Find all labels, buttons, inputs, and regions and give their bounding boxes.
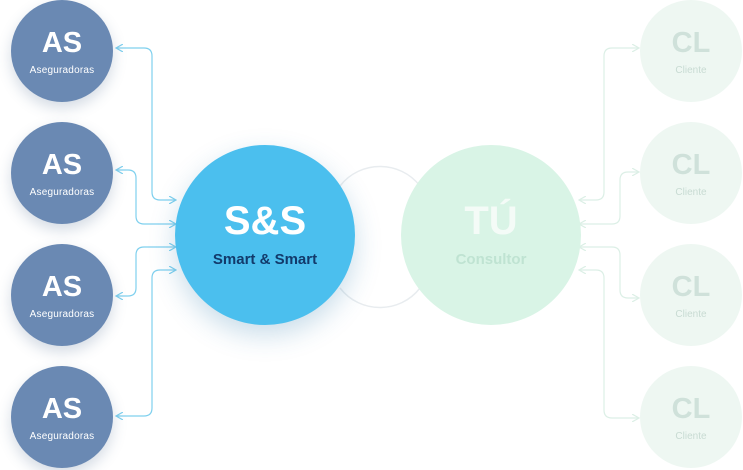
insurer-label: Aseguradoras bbox=[29, 187, 95, 198]
insurer-abbr: AS bbox=[41, 149, 83, 181]
client-node: CL Cliente bbox=[640, 366, 742, 468]
connector-client-2 bbox=[580, 172, 638, 224]
client-abbr: CL bbox=[671, 393, 711, 425]
insurer-abbr: AS bbox=[41, 393, 83, 425]
hub-node: S&S Smart & Smart bbox=[175, 145, 355, 325]
hub-label: Smart & Smart bbox=[212, 251, 318, 268]
connector-client-4 bbox=[580, 270, 638, 418]
client-abbr: CL bbox=[671, 27, 711, 59]
insurer-node: AS Aseguradoras bbox=[11, 366, 113, 468]
client-node: CL Cliente bbox=[640, 122, 742, 224]
insurer-abbr: AS bbox=[41, 27, 83, 59]
insurer-label: Aseguradoras bbox=[29, 431, 95, 442]
client-abbr: CL bbox=[671, 149, 711, 181]
client-node: CL Cliente bbox=[640, 244, 742, 346]
connector-insurer-3 bbox=[117, 247, 175, 296]
insurer-label: Aseguradoras bbox=[29, 309, 95, 320]
consultant-abbr: TÚ bbox=[464, 199, 518, 243]
insurer-node: AS Aseguradoras bbox=[11, 0, 113, 102]
connector-client-3 bbox=[580, 247, 638, 298]
connector-insurer-1 bbox=[117, 48, 175, 200]
insurer-abbr: AS bbox=[41, 271, 83, 303]
consultant-node: TÚ Consultor bbox=[401, 145, 581, 325]
client-label: Cliente bbox=[675, 187, 707, 198]
client-label: Cliente bbox=[675, 309, 707, 320]
connector-client-1 bbox=[580, 48, 638, 200]
client-label: Cliente bbox=[675, 65, 707, 76]
hub-abbr: S&S bbox=[223, 199, 307, 243]
client-node: CL Cliente bbox=[640, 0, 742, 102]
top-link-arc bbox=[339, 165, 421, 187]
client-label: Cliente bbox=[675, 431, 707, 442]
insurer-node: AS Aseguradoras bbox=[11, 122, 113, 224]
insurer-node: AS Aseguradoras bbox=[11, 244, 113, 346]
consultant-label: Consultor bbox=[455, 251, 527, 268]
client-abbr: CL bbox=[671, 271, 711, 303]
insurer-label: Aseguradoras bbox=[29, 65, 95, 76]
connector-insurer-2 bbox=[117, 170, 175, 224]
bottom-link-arc bbox=[339, 287, 421, 309]
connector-insurer-4 bbox=[117, 270, 175, 416]
